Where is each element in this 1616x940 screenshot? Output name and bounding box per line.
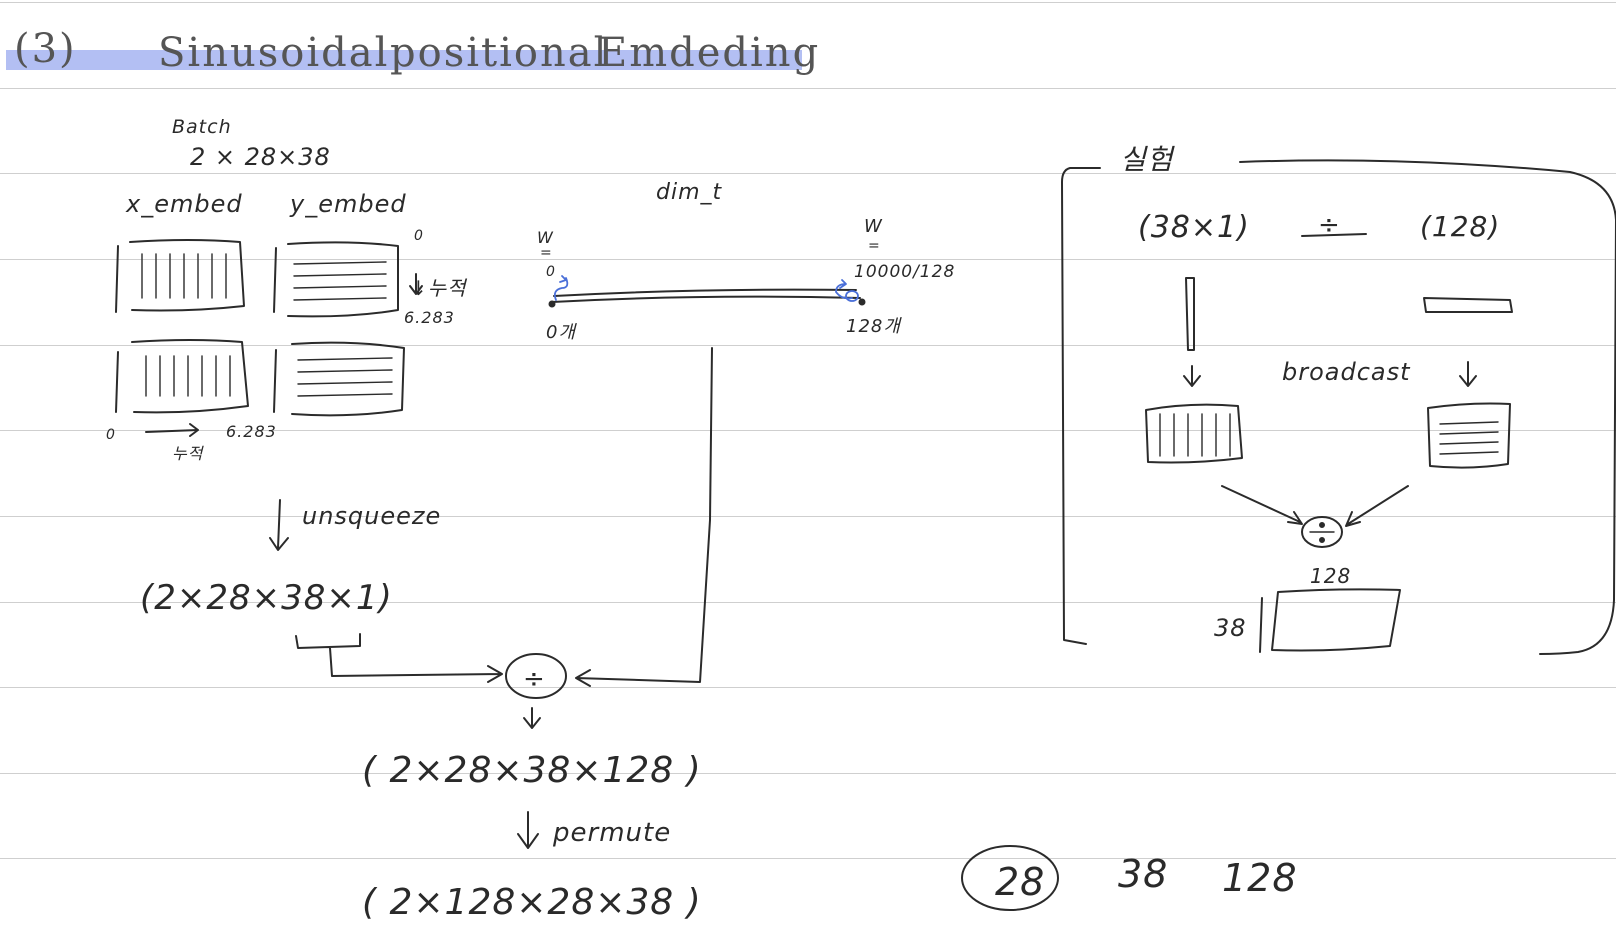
circled-number-ring <box>961 845 1059 911</box>
merge-arrow-right <box>1345 485 1409 527</box>
title-word-embedding: Emdeding <box>598 30 821 76</box>
horizontal-vector <box>1423 297 1513 313</box>
box-result-top: 128 <box>1310 564 1352 588</box>
result-side-tick <box>1259 597 1263 653</box>
broadcast-grid-right <box>1427 402 1511 469</box>
box-divide-symbol: ÷ <box>1318 210 1341 240</box>
y-range-start: 0 <box>414 228 424 244</box>
ruled-line <box>0 345 1616 346</box>
divide-down-arrow <box>523 707 541 729</box>
ruled-line <box>0 2 1616 3</box>
box-title: 실험 <box>1120 143 1174 176</box>
x-count-label: 누적 <box>172 444 204 463</box>
y-embed-grid-bottom <box>273 341 405 417</box>
broadcast-label: broadcast <box>1282 358 1411 386</box>
dim-t-left-idx: 0개 <box>546 322 577 343</box>
experiment-box <box>1061 159 1616 655</box>
unsqueeze-arrow <box>269 499 289 551</box>
bottom-third-number: 128 <box>1222 856 1298 900</box>
dim-t-bar <box>548 275 866 308</box>
title-word-sinusoidal: Sinusoidal <box>158 30 390 76</box>
ruled-line <box>0 430 1616 431</box>
dim-t-right-w: W <box>864 216 883 237</box>
bottom-circled-number: 28 <box>995 860 1046 904</box>
dim-t-right-idx: 128개 <box>846 316 901 337</box>
y-embed-grid-top <box>273 241 399 318</box>
left-down-arrow <box>1183 365 1201 387</box>
permute-shape: ( 2×128×28×38 ) <box>362 882 702 923</box>
x-embed-label: x_embed <box>126 190 243 218</box>
dim-t-connector <box>575 347 713 687</box>
x-embed-grid-top <box>115 239 245 313</box>
ruled-line <box>0 687 1616 688</box>
title-number: (3) <box>14 26 77 72</box>
ruled-line <box>0 858 1616 859</box>
y-range-end: 6.283 <box>404 308 455 327</box>
x-range-end: 6.283 <box>226 422 277 441</box>
y-embed-label: y_embed <box>290 190 407 218</box>
dim-t-right-eq: = <box>868 238 881 254</box>
x-count-arrow <box>145 423 199 437</box>
merge-arrow-left <box>1221 485 1303 525</box>
dim-t-label: dim_t <box>656 180 723 205</box>
batch-label: Batch <box>172 116 232 138</box>
divide-symbol-main: ÷ <box>523 664 546 694</box>
permute-label: permute <box>553 818 672 848</box>
unsqueeze-label: unsqueeze <box>302 502 442 530</box>
right-down-arrow <box>1459 361 1477 387</box>
divide-circle-main <box>505 653 567 699</box>
ruled-line <box>0 259 1616 260</box>
ruled-line <box>0 88 1616 89</box>
ruled-line <box>0 773 1616 774</box>
result-rectangle <box>1271 588 1401 652</box>
y-count-arrow <box>409 273 423 295</box>
dim-t-left-val: 0 <box>546 264 556 280</box>
title-highlight <box>6 50 802 70</box>
dim-t-left-eq: = <box>540 245 553 261</box>
x-embed-grid-bottom <box>115 339 249 414</box>
ruled-line <box>0 516 1616 517</box>
broadcast-grid-left <box>1145 403 1243 464</box>
title-word-positional: positional <box>390 30 609 76</box>
unsqueeze-bracket <box>295 633 503 683</box>
box-right-shape: (128) <box>1420 210 1501 243</box>
unsqueeze-shape: (2×28×38×1) <box>140 578 393 618</box>
box-divide-line <box>1301 233 1367 237</box>
dim-t-right-val: 10000/128 <box>854 262 956 282</box>
box-left-shape: (38×1) <box>1138 210 1250 245</box>
box-result-side: 38 <box>1214 614 1247 642</box>
vertical-vector <box>1185 277 1195 351</box>
batch-shape: 2 × 28×38 <box>190 143 331 171</box>
ruled-line <box>0 173 1616 174</box>
result-shape: ( 2×28×38×128 ) <box>362 750 702 791</box>
dim-t-left-w: W <box>537 228 554 247</box>
divide-circle-box <box>1301 516 1343 548</box>
ruled-line <box>0 602 1616 603</box>
permute-arrow <box>517 811 539 849</box>
x-range-start: 0 <box>106 427 116 443</box>
bottom-second-number: 38 <box>1118 852 1169 896</box>
